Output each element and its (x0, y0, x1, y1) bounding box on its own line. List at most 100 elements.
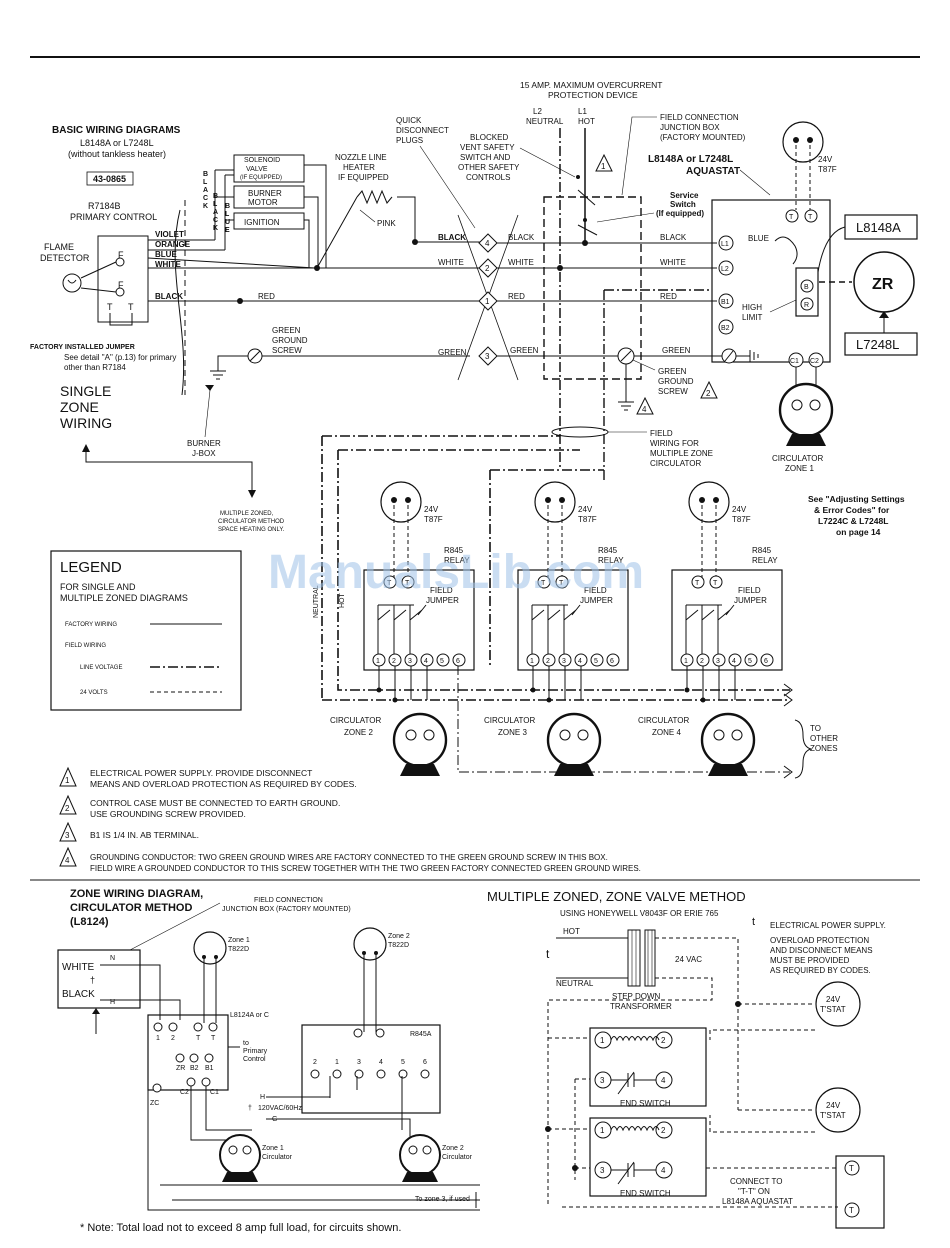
flame-detector-label: FLAME (44, 242, 74, 252)
zone1-circ-label: Zone 1 (262, 1145, 284, 1152)
wire-violet: VIOLET (155, 230, 184, 239)
multi-zoned-label: MULTIPLE ZONED, (220, 511, 274, 517)
zone-circulator-diagram: ZONE WIRING DIAGRAM, CIRCULATOR METHOD (… (57, 888, 480, 1234)
field-jumper-label-2: JUMPER (734, 596, 767, 605)
zone-circ-junction-box (57, 949, 141, 1009)
high-limit-label: HIGH (742, 303, 762, 312)
blocked-vent-label: BLOCKED (470, 133, 508, 142)
callout-2-num: 2 (706, 389, 711, 398)
notes-list: 1 ELECTRICAL POWER SUPPLY. PROVIDE DISCO… (59, 766, 641, 873)
nozzle-heater-label: NOZZLE LINE (335, 153, 387, 162)
relay-terminal-3: 3 (562, 658, 566, 665)
term-l2: L2 (721, 266, 729, 273)
r845-relay-box (671, 569, 783, 671)
solenoid-label: SOLENOID (244, 157, 280, 164)
relay-terminal-4: 4 (732, 658, 736, 665)
relay-terminal-1: 1 (684, 658, 688, 665)
callout-4-num: 4 (642, 405, 647, 414)
diagram-subtitle: L8148A or L7248L (80, 138, 154, 148)
field-wiring-label-3: MULTIPLE ZONE (650, 449, 713, 458)
relay-terminal-1: 1 (376, 658, 380, 665)
blocked-vent-label-5: CONTROLS (466, 173, 510, 182)
watermark: ManualsLib.com (268, 546, 644, 599)
relay-terminal-3: 3 (408, 658, 412, 665)
relay-term-t1: T (695, 580, 700, 587)
heater-resistor-icon (356, 189, 393, 205)
primary-control-label: PRIMARY CONTROL (70, 212, 157, 222)
ignition-label: IGNITION (244, 218, 280, 227)
r845a-term-3: 3 (357, 1059, 361, 1066)
aquastat-term-t1: T (789, 214, 794, 221)
zone1-thermostat-label: Zone 1 (228, 937, 250, 944)
green-ground-right: GREEN (658, 367, 687, 376)
relay-terminal-6: 6 (456, 658, 460, 665)
to-other-zones-label-2: OTHER (810, 734, 838, 743)
field-junction-box (543, 196, 642, 380)
see-adjusting-note-4: on page 14 (836, 527, 881, 537)
quick-plugs-label: QUICK (396, 116, 422, 125)
r845a-term-2: 2 (313, 1059, 317, 1066)
power-dagger: † (248, 1105, 252, 1112)
legend-24v: 24 VOLTS (80, 690, 108, 696)
circulator-zone2-label: ZONE 2 (344, 728, 373, 737)
note-4-num: 4 (65, 856, 70, 865)
wire-green: GREEN (438, 348, 467, 357)
relay-hot-label: HOT (339, 593, 346, 609)
ground-screw-label-2: GROUND (272, 336, 308, 345)
relay-label: RELAY (598, 556, 624, 565)
valve-term-1: 1 (600, 1126, 605, 1135)
quick-plugs-label-3: PLUGS (396, 136, 423, 145)
wire-red-far: RED (660, 292, 677, 301)
flame-detector-icon (62, 273, 82, 293)
wire-black-right: BLACK (508, 233, 535, 242)
zone2-circ-label-2: Circulator (442, 1154, 473, 1161)
legend-title: LEGEND (60, 559, 122, 576)
zone2-thermostat (353, 927, 387, 961)
r845a-relay-box (301, 1024, 441, 1114)
zone-valve-note-2: OVERLOAD PROTECTION (770, 936, 869, 945)
connect-label: CONNECT TO (730, 1177, 782, 1186)
term-f2: F (118, 280, 124, 290)
quick-disconnect-plug-1: 1 (478, 291, 498, 311)
plug-4: 4 (485, 239, 490, 248)
aquastat-tt-term1: T (849, 1164, 854, 1173)
wire-red: RED (258, 292, 275, 301)
load-footnote: * Note: Total load not to exceed 8 amp f… (80, 1222, 401, 1234)
relay-terminal-5: 5 (440, 658, 444, 665)
ground-screw-label: GREEN (272, 326, 301, 335)
tstat-zone-a (815, 981, 861, 1027)
t87f-thermostat (380, 481, 422, 523)
r845a-term-6: 6 (423, 1059, 427, 1066)
field-jumper-label: FIELD (430, 586, 453, 595)
wire-red-right: RED (508, 292, 525, 301)
tstat-a-label: T'STAT (820, 1005, 846, 1014)
relay-label: RELAY (444, 556, 470, 565)
field-jbox-label: FIELD CONNECTION (660, 113, 739, 122)
part-number: 43-0865 (93, 174, 126, 184)
r845a-label: R845A (410, 1031, 432, 1038)
legend-sub2: MULTIPLE ZONED DIAGRAMS (60, 593, 188, 603)
relay-neutral-label: NEUTRAL (313, 585, 320, 618)
zone-circ-title-2: CIRCULATOR METHOD (70, 902, 192, 914)
transformer-label-2: TRANSFORMER (610, 1002, 672, 1011)
ignition-box (233, 212, 305, 230)
field-jbox-label-3: (FACTORY MOUNTED) (660, 133, 746, 142)
green-ground-right-2: GROUND (658, 377, 694, 386)
relay-terminal-4: 4 (424, 658, 428, 665)
primary-control-box (97, 235, 149, 323)
wire-white-right: WHITE (508, 258, 534, 267)
note-4-line2: FIELD WIRE A GROUNDED CONDUCTOR TO THIS … (90, 864, 641, 873)
wire-orange: ORANGE (155, 240, 191, 249)
overcurrent-label: 15 AMP. MAXIMUM OVERCURRENT (520, 80, 662, 90)
power-h-label: H (260, 1094, 265, 1101)
term-r: R (804, 302, 809, 309)
solenoid-valve-box (233, 154, 305, 183)
zone2-circulator-icon (399, 1134, 441, 1176)
quick-plugs-label-2: DISCONNECT (396, 126, 449, 135)
valve-term-3: 3 (600, 1166, 605, 1175)
relay-terminal-1: 1 (530, 658, 534, 665)
neutral-label: NEUTRAL (526, 117, 564, 126)
